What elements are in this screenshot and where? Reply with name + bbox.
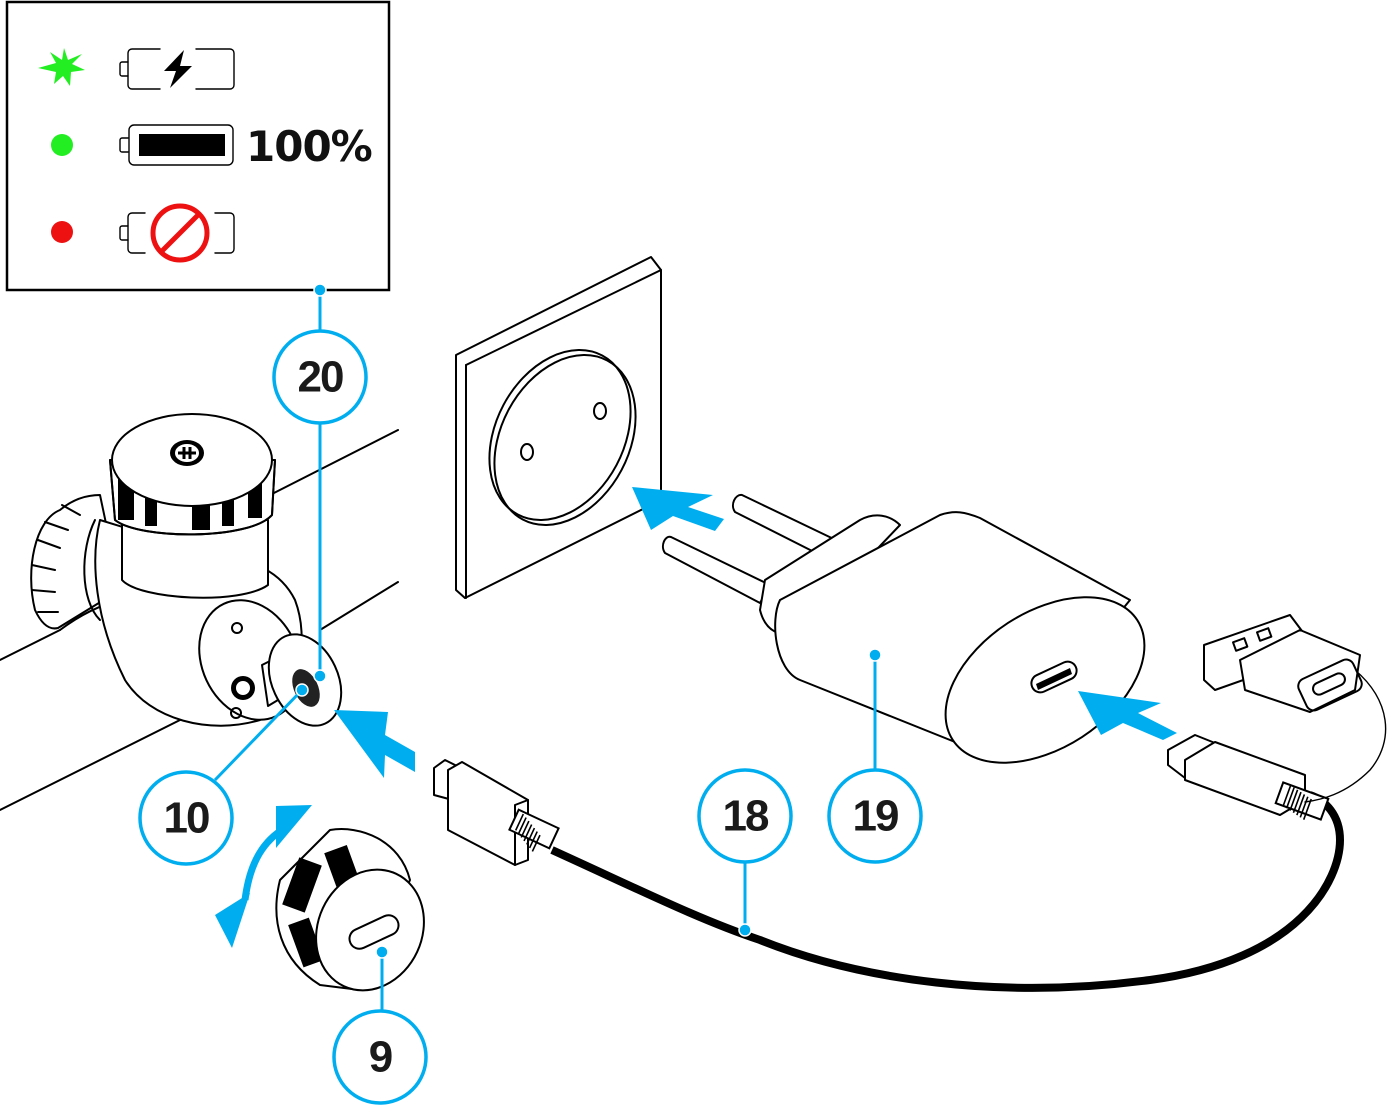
battery-error-icon [119,203,235,263]
brand-logo-icon [170,440,204,466]
usb-port-cap [275,828,425,992]
power-adapter [661,493,1146,764]
legend-row-full: 100% [51,122,373,171]
usb-a-to-usb-c-adapter [1203,614,1363,713]
callout-number: 20 [298,353,343,402]
red-led-icon [51,221,73,243]
battery-percent-label: 100% [246,122,372,171]
battery-full-icon [119,124,234,166]
insert-arrow-icon [1078,691,1177,740]
callout-number: 10 [164,794,209,843]
strain-relief [508,808,560,852]
charge-status-legend: 100% [5,0,391,292]
legend-row-error [51,203,235,263]
riflescope-body [0,413,399,811]
usb-cable [433,669,1387,992]
insert-arrow-icon [334,710,415,778]
battery-charging-icon [119,48,235,90]
callout-18: 18 [697,768,793,937]
callout-20: 20 [272,283,368,683]
top-turret [109,413,276,599]
callout-19: 19 [827,648,923,864]
callout-number: 18 [723,792,769,841]
callout-number: 9 [369,1033,392,1082]
insert-arrow-icon [632,487,724,531]
callout-10: 10 [138,683,309,866]
green-led-icon [51,134,73,156]
usb-c-plug [433,759,560,866]
wall-socket [455,256,662,599]
callout-number: 19 [853,792,898,841]
rotate-arrows-icon [215,805,312,948]
callout-9: 9 [332,945,428,1105]
green-blinking-led-icon [38,48,85,86]
usb-c-plug-right [1167,734,1330,821]
legend-row-charging [38,48,235,90]
